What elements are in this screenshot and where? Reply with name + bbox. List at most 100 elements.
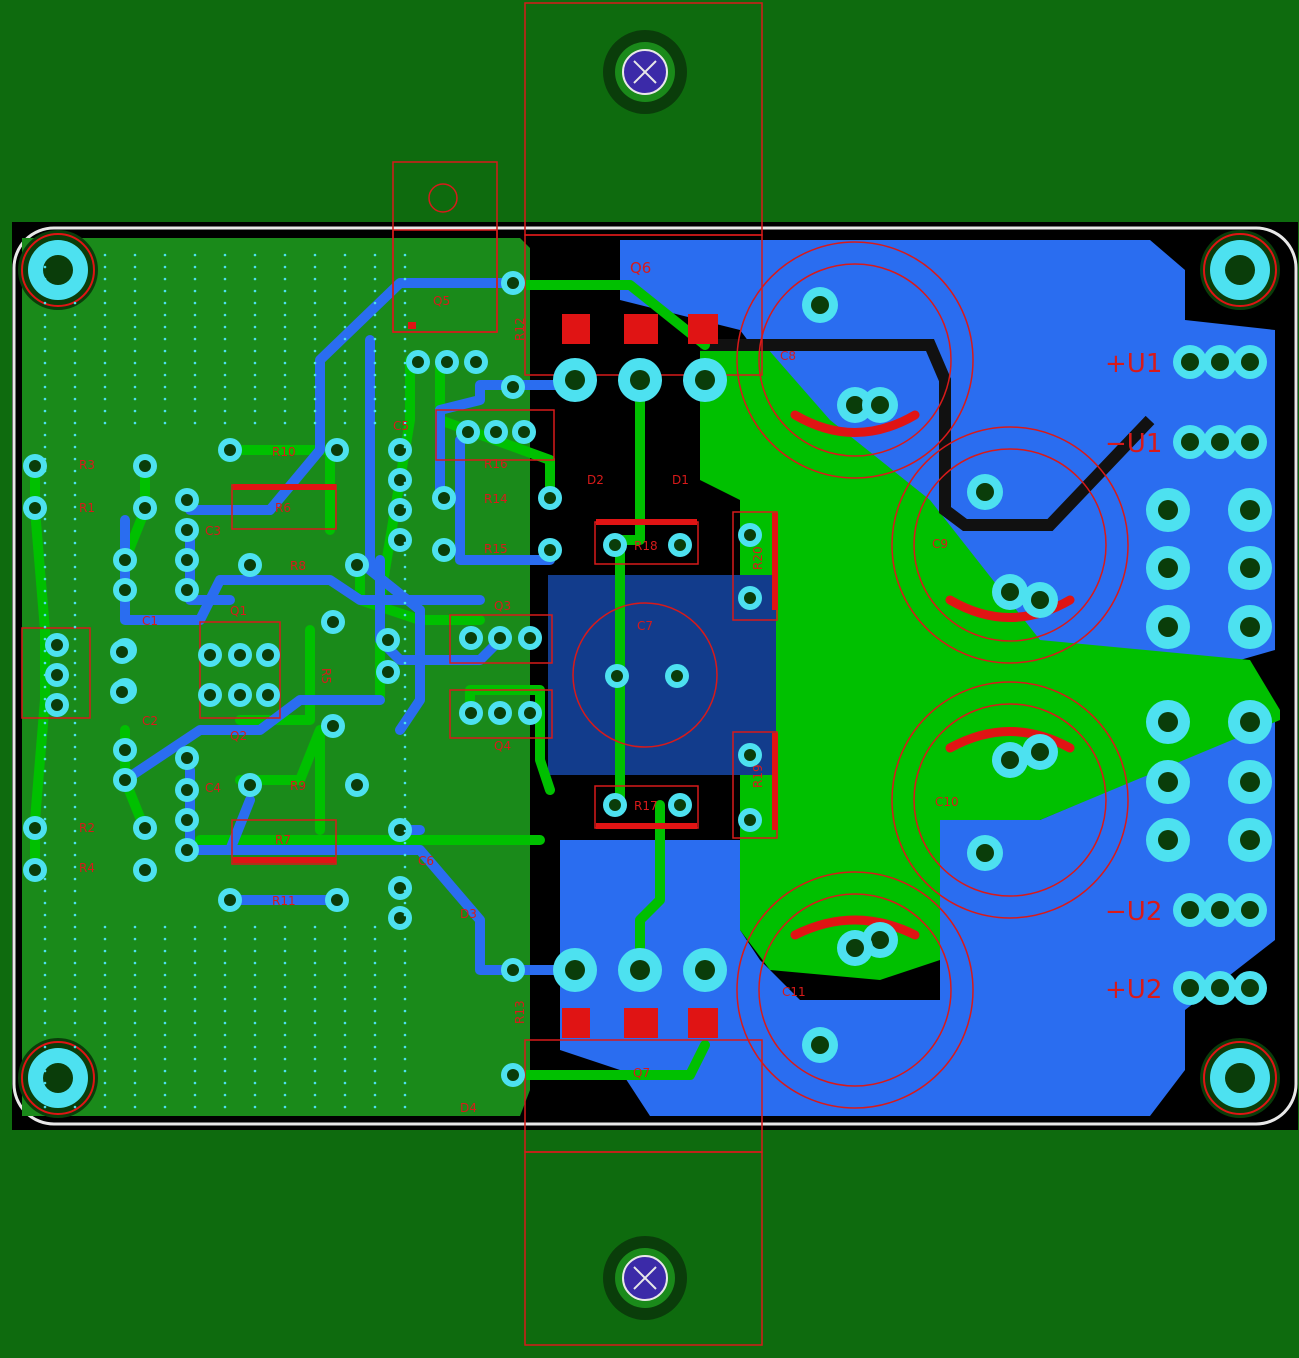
proto-dot [73,913,77,917]
proto-dot [43,841,47,845]
heatsink-zone [548,575,776,775]
proto-dot [43,505,47,509]
proto-dot [133,313,137,317]
proto-dot [313,409,317,413]
proto-dot [73,469,77,473]
proto-dot [403,445,407,449]
proto-dot [343,373,347,377]
label-d4: D4 [460,1101,477,1115]
proto-dot [253,1069,257,1073]
proto-dot [43,961,47,965]
proto-dot [103,1033,107,1037]
proto-dot [163,985,167,989]
proto-dot [403,613,407,617]
proto-dot [343,385,347,389]
pad-small [345,773,369,797]
proto-dot [133,1009,137,1013]
proto-dot [403,769,407,773]
proto-dot [73,997,77,1001]
proto-dot [403,409,407,413]
label-q2: Q2 [230,729,247,743]
proto-dot [373,949,377,953]
proto-dot [253,349,257,353]
proto-dot [163,1021,167,1025]
proto-dot [73,289,77,293]
proto-dot [403,397,407,401]
proto-dot [43,265,47,269]
proto-dot [163,1093,167,1097]
proto-dot [73,1093,77,1097]
pad-capacitor [837,930,873,966]
proto-dot [193,1033,197,1037]
proto-dot [73,673,77,677]
proto-dot [373,1069,377,1073]
proto-dot [403,1081,407,1085]
proto-dot [73,949,77,953]
proto-dot [403,1069,407,1073]
connector-labels: +U1 −U1 −U2 +U2 [1105,349,1162,1005]
proto-dot [283,1021,287,1025]
proto-dot [193,289,197,293]
proto-dot [193,937,197,941]
proto-dot [343,1021,347,1025]
proto-dot [73,889,77,893]
label-r6: R6 [275,501,291,515]
proto-dot [193,253,197,257]
proto-dot [403,481,407,485]
proto-dot [193,949,197,953]
proto-dot [373,1021,377,1025]
pad-small [435,350,459,374]
proto-dot [73,733,77,737]
proto-dot [373,937,377,941]
proto-dot [313,925,317,929]
proto-dot [163,1009,167,1013]
proto-dot [403,757,407,761]
proto-dot [133,325,137,329]
proto-dot [283,997,287,1001]
proto-dot [163,949,167,953]
pad-small [133,496,157,520]
proto-dot [313,1057,317,1061]
proto-dot [73,253,77,257]
proto-dot [133,1093,137,1097]
proto-dot [73,805,77,809]
proto-dot [313,361,317,365]
proto-dot [163,1105,167,1109]
proto-dot [103,937,107,941]
proto-dot [73,937,77,941]
proto-dot [193,985,197,989]
proto-dot [403,277,407,281]
proto-dot [43,721,47,725]
proto-dot [43,1009,47,1013]
proto-dot [73,337,77,341]
label-q1: Q1 [230,604,247,618]
pad-power [553,948,597,992]
pad-capacitor [802,287,838,323]
pad-small [23,816,47,840]
proto-dot [73,1105,77,1109]
pad-small [668,793,692,817]
proto-dot [43,1069,47,1073]
pad-small [464,350,488,374]
label-u2-plus: +U2 [1105,975,1162,1005]
pad-small [321,610,345,634]
pad-terminal [1228,760,1272,804]
proto-dot [163,409,167,413]
proto-dot [43,277,47,281]
pad-small [113,548,137,572]
pad-small [376,628,400,652]
pad-small [175,778,199,802]
pad-small [518,626,542,650]
pad-small [345,553,369,577]
proto-dot [43,889,47,893]
proto-dot [253,949,257,953]
proto-dot [133,301,137,305]
proto-dot [103,385,107,389]
proto-dot [403,697,407,701]
proto-dot [133,409,137,413]
proto-dot [403,529,407,533]
proto-dot [253,985,257,989]
proto-dot [403,337,407,341]
proto-dot [193,925,197,929]
proto-dot [403,517,407,521]
